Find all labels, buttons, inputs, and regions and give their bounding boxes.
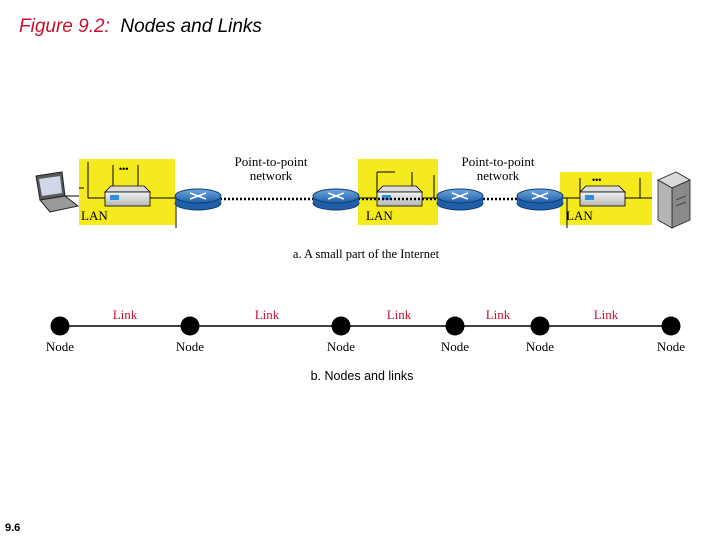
switch-icon-middle [376,185,423,207]
server-icon [657,171,691,229]
node-1 [50,316,70,336]
node-5 [530,316,550,336]
node-label-4: Node [441,339,469,354]
node-label-2: Node [176,339,204,354]
lan-label-middle: LAN [366,208,393,223]
switch-icon-left [104,185,151,207]
node-label-1: Node [46,339,74,354]
node-label-3: Node [327,339,355,354]
ptp-label-left-line2: network [250,168,293,183]
node-label-6: Node [657,339,685,354]
node-3 [331,316,351,336]
node-labels: Node Node Node Node Node Node [46,339,685,354]
switch-icon-right [579,185,626,207]
router-icon-2 [312,188,360,211]
node-2 [180,316,200,336]
node-6 [661,316,681,336]
node-4 [445,316,465,336]
ptp-label-right-line1: Point-to-point [462,154,535,169]
figure-title: Figure 9.2: Nodes and Links [19,16,262,38]
laptop-icon [35,171,80,213]
slide-number: 9.6 [5,522,21,534]
link-label-3: Link [387,307,412,322]
nodes [50,316,681,336]
link-labels: Link Link Link Link Link [113,307,619,322]
figure-caption: Nodes and Links [120,16,262,37]
figure-label: Figure 9.2: [19,16,110,37]
lan-dots-right: ••• [592,175,601,185]
router-icon-3 [436,188,484,211]
link-label-2: Link [255,307,280,322]
router-icon-1 [174,188,222,211]
node-label-5: Node [526,339,554,354]
lan-label-left: LAN [81,208,108,223]
lan-label-right: LAN [566,208,593,223]
ptp-label-left-line1: Point-to-point [235,154,308,169]
ptp-label-right-line2: network [477,168,520,183]
link-label-4: Link [486,307,511,322]
part-a-caption: a. A small part of the Internet [293,247,440,261]
link-label-5: Link [594,307,619,322]
link-label-1: Link [113,307,138,322]
part-b-caption: b. Nodes and links [311,369,414,383]
lan-wires-right [560,178,652,228]
router-icon-4 [516,188,564,211]
lan-dots-left: ••• [119,164,128,174]
